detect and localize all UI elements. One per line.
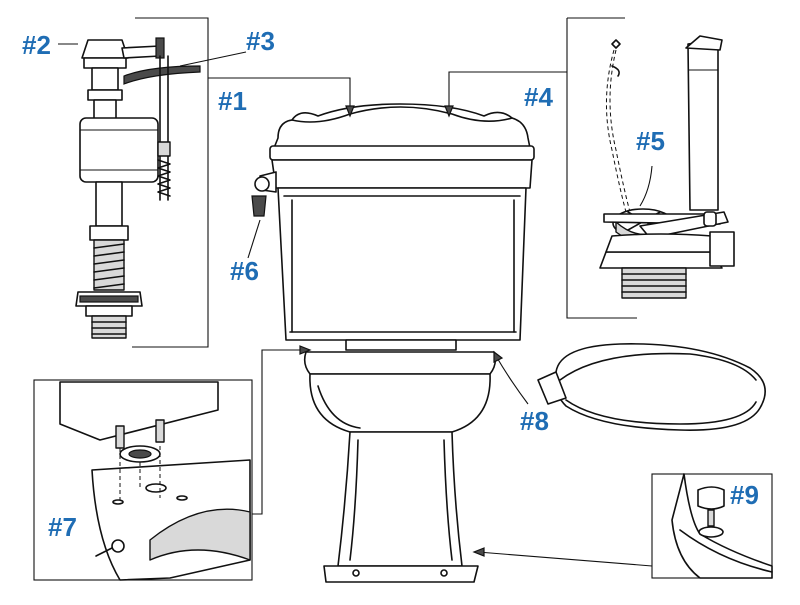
inset-tank-bottom: [59, 381, 219, 441]
inset-frame-7: [33, 379, 253, 581]
fill-valve-float: [79, 117, 159, 183]
inset-bolt-cap: [111, 539, 125, 553]
tank-lid: [273, 103, 531, 149]
fill-valve-illustration: [75, 17, 209, 348]
leader-8: [495, 355, 529, 405]
seat-hinge: [537, 371, 567, 405]
toilet-illustration: [251, 103, 535, 583]
flush-valve-base: [599, 251, 723, 269]
bolt-cap-inset: [651, 473, 773, 579]
refill-tube: [123, 65, 201, 85]
overflow-tube: [687, 39, 719, 211]
callout-part-4: #4: [524, 82, 553, 112]
bowl-rim: [303, 351, 497, 375]
leader-7: [252, 349, 306, 515]
toilet-seat-lid: [554, 343, 766, 431]
toilet-pedestal: [337, 431, 463, 567]
toilet-tank: [277, 187, 527, 341]
callout-part-8: #8: [520, 406, 549, 436]
leader-lines: [58, 43, 653, 567]
leader-5: [639, 165, 653, 207]
tank-top-band: [271, 159, 533, 189]
callout-part-9: #9: [730, 480, 759, 510]
leader-6: [247, 219, 261, 259]
callout-part-2: #2: [22, 30, 51, 60]
leader-9: [477, 551, 653, 567]
callout-part-1: #1: [218, 86, 247, 116]
fill-valve-bracket: [132, 17, 209, 348]
flush-chain-clip: [611, 39, 621, 49]
toilet-seat-illustration: [537, 343, 766, 431]
bolt-cap: [697, 486, 725, 510]
toilet-base: [323, 565, 479, 583]
flush-valve-bracket: [566, 17, 637, 319]
flush-valve-illustration: [566, 17, 735, 319]
flush-chain: [605, 49, 627, 213]
toilet-bowl: [309, 373, 491, 433]
leader-1: [208, 77, 351, 112]
flush-valve-threads: [621, 267, 687, 299]
leader-4: [448, 71, 567, 112]
leader-3: [179, 51, 247, 67]
callout-part-5: #5: [636, 126, 665, 156]
fill-valve-cap: [81, 39, 129, 59]
callout-part-6: #6: [230, 256, 259, 286]
tank-to-bowl-inset: [33, 379, 253, 581]
callout-part-7: #7: [48, 512, 77, 542]
callout-part-3: #3: [246, 26, 275, 56]
